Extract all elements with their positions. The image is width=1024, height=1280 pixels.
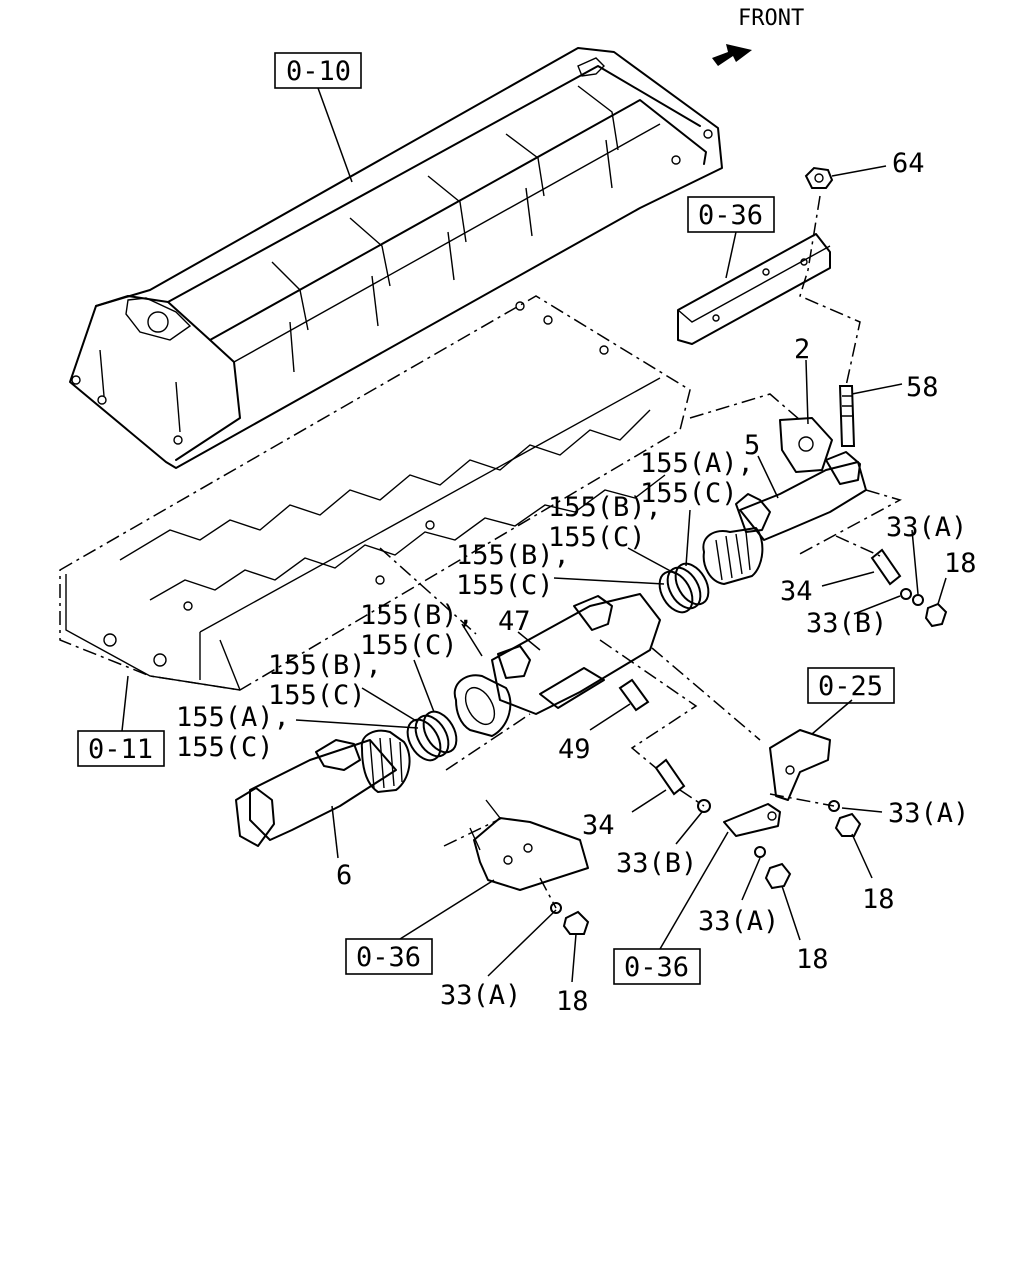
part-label-5: 5: [744, 430, 760, 461]
stud-49: [618, 678, 650, 712]
bracket-upper: [677, 233, 831, 345]
nut-64: [804, 166, 834, 189]
washer-33a-mid: [754, 846, 766, 858]
seal-label-1: 155(A), 155(C): [640, 448, 754, 509]
ref-box-0-36-mid: 0-36: [613, 948, 701, 985]
seal-label-5: 155(B), 155(C): [268, 650, 382, 711]
svg-text:155(A),: 155(A),: [640, 448, 754, 479]
svg-text:0-36: 0-36: [356, 942, 421, 973]
spacer-34-right: [870, 548, 902, 586]
part-label-58: 58: [906, 372, 939, 403]
svg-text:155(C): 155(C): [456, 570, 554, 601]
svg-text:0-25: 0-25: [818, 671, 883, 702]
ref-box-0-10: 0-10: [274, 52, 362, 89]
nut-18-mid-right: [834, 812, 862, 837]
part-label-49: 49: [558, 734, 591, 765]
stud-58: [838, 385, 856, 447]
front-label: FRONT: [738, 6, 804, 31]
ref-box-0-11: 0-11: [77, 730, 165, 767]
part-label-34-mid: 34: [582, 810, 615, 841]
part-label-47: 47: [498, 606, 531, 637]
part-label-18-mid: 18: [796, 944, 829, 975]
connector-47: [453, 593, 661, 737]
front-arrow-icon: [712, 44, 752, 66]
svg-text:155(B),: 155(B),: [268, 650, 382, 681]
part-label-2: 2: [794, 334, 810, 365]
front-indicator: FRONT: [712, 6, 804, 66]
svg-text:0-10: 0-10: [286, 56, 351, 87]
part-label-18-mid-right: 18: [862, 884, 895, 915]
bracket-lower-mid: [723, 803, 781, 837]
svg-text:155(C): 155(C): [268, 680, 366, 711]
svg-text:0-36: 0-36: [624, 952, 689, 983]
part-label-33b-mid: 33(B): [616, 848, 697, 879]
seal-label-6: 155(A), 155(C): [176, 702, 290, 763]
bracket-0-25: [769, 729, 831, 801]
svg-text:155(C): 155(C): [640, 478, 738, 509]
spacer-34-mid: [654, 758, 686, 796]
nut-18-mid: [764, 862, 792, 890]
part-label-18-right: 18: [944, 548, 977, 579]
part-label-64: 64: [892, 148, 925, 179]
leader-lines: [121, 87, 947, 983]
part-label-33b-right: 33(B): [806, 608, 887, 639]
gasket-2: [779, 417, 833, 473]
svg-text:0-11: 0-11: [88, 734, 153, 765]
nut-18-right: [924, 602, 948, 628]
part-label-33a-mid-right: 33(A): [888, 798, 969, 829]
washer-33a-right: [912, 594, 924, 606]
ref-box-0-25: 0-25: [807, 667, 895, 704]
svg-text:155(B),: 155(B),: [360, 600, 474, 631]
assembly-guide-lines: [379, 195, 902, 909]
part-label-33a-right: 33(A): [886, 512, 967, 543]
bracket-lower-left: [469, 799, 589, 891]
svg-text:155(C): 155(C): [548, 522, 646, 553]
svg-text:155(C): 155(C): [360, 630, 458, 661]
part-label-6: 6: [336, 860, 352, 891]
part-label-33a-bottom: 33(A): [440, 980, 521, 1011]
ref-box-0-36-left: 0-36: [345, 938, 433, 975]
seal-label-3: 155(B), 155(C): [456, 540, 570, 601]
part-label-33a-mid: 33(A): [698, 906, 779, 937]
seal-rings-left: [406, 710, 458, 762]
egr-pipe-6: [235, 729, 411, 847]
cylinder-head: [59, 295, 691, 691]
nut-18-bottom: [562, 910, 590, 935]
seal-label-4: 155(B), 155(C): [360, 600, 474, 661]
seal-rings-right: [658, 562, 710, 614]
seal-label-2: 155(B), 155(C): [548, 492, 662, 553]
ref-box-0-36-top: 0-36: [687, 196, 775, 233]
svg-text:0-36: 0-36: [698, 200, 763, 231]
svg-text:155(A),: 155(A),: [176, 702, 290, 733]
svg-text:155(B),: 155(B),: [548, 492, 662, 523]
part-label-34-right: 34: [780, 576, 813, 607]
washer-33b-right: [900, 588, 912, 600]
part-label-18-bottom: 18: [556, 986, 589, 1017]
svg-text:155(B),: 155(B),: [456, 540, 570, 571]
svg-text:155(C): 155(C): [176, 732, 274, 763]
cylinder-head-cover: [69, 47, 723, 469]
